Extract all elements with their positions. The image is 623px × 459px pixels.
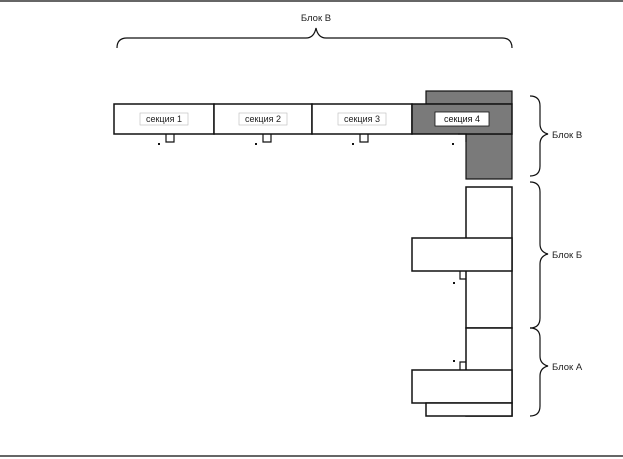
- right-brace-label-b: Блок Б: [552, 250, 582, 261]
- section-1-label-box: [139, 112, 189, 126]
- right-brace-a: [529, 327, 549, 417]
- section-4-label-box: [434, 111, 490, 127]
- section-3-label: секция 3: [344, 114, 380, 124]
- block-b-wing: [411, 237, 513, 272]
- block-a-wing: [411, 369, 513, 404]
- section-3-label-box: [337, 112, 387, 126]
- entrance-marker-a: [453, 360, 466, 370]
- section4-tower-gray: [465, 133, 513, 180]
- entrance-marker-4: [452, 133, 467, 145]
- top-brace: [116, 27, 513, 49]
- section4-top-gray: [425, 90, 513, 105]
- entrance-marker-2: [255, 134, 272, 145]
- entrance-marker-3: [352, 134, 369, 145]
- entrance-marker-b: [453, 271, 466, 284]
- section-1-label: секция 1: [146, 114, 182, 124]
- section-2-label-box: [238, 112, 288, 126]
- right-brace-b: [529, 181, 549, 329]
- right-brace-label-a: Блок А: [552, 362, 583, 373]
- top-brace-label: Блок В: [301, 13, 331, 24]
- right-brace-v: [529, 95, 549, 177]
- section-4-label: секция 4: [444, 114, 480, 124]
- entrance-marker-1: [158, 134, 175, 145]
- right-brace-label-v: Блок В: [552, 130, 582, 141]
- block-a-base: [425, 402, 513, 417]
- section-2-label: секция 2: [245, 114, 281, 124]
